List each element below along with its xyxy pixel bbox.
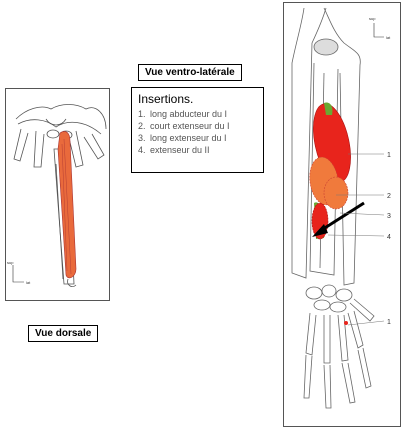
callout-2: 2 <box>387 193 391 200</box>
callout-1-hand: 1 <box>387 319 391 326</box>
dorsal-view-panel: sup lat <box>5 88 110 301</box>
ventral-orient-up: sup <box>369 16 376 21</box>
legend-title: Insertions. <box>138 92 194 106</box>
legend-item: 4.extenseur du II <box>138 145 210 155</box>
insertions-legend: Insertions. 1.long abducteur du I 2.cour… <box>131 87 264 173</box>
legend-item: 2.court extenseur du I <box>138 121 230 131</box>
muscle-long-extenseur <box>323 176 349 210</box>
legend-item: 1.long abducteur du I <box>138 109 228 119</box>
dorsal-muscle-shape <box>57 131 77 279</box>
pointer-arrow <box>312 201 365 237</box>
forearm-hand-illustration: 1 2 3 4 1 sup lat <box>291 7 391 409</box>
callout-1: 1 <box>387 152 391 159</box>
ventral-orient-right: lat <box>386 35 391 40</box>
dorsal-orient-up: sup <box>7 260 14 265</box>
callout-4: 4 <box>387 234 391 241</box>
dorsal-view-label: Vue dorsale <box>28 325 99 342</box>
muscle-green-upper <box>324 102 333 115</box>
legend-list: 1.long abducteur du I 2.court extenseur … <box>138 108 257 156</box>
dorsal-hand-illustration: sup lat <box>7 104 107 287</box>
dorsal-orient-right: lat <box>26 280 31 285</box>
legend-item: 3.long extenseur du I <box>138 133 227 143</box>
ventral-view-panel: 1 2 3 4 1 sup lat <box>283 2 401 427</box>
ventro-lateral-label: Vue ventro-latérale <box>138 64 242 81</box>
callout-3: 3 <box>387 213 391 220</box>
